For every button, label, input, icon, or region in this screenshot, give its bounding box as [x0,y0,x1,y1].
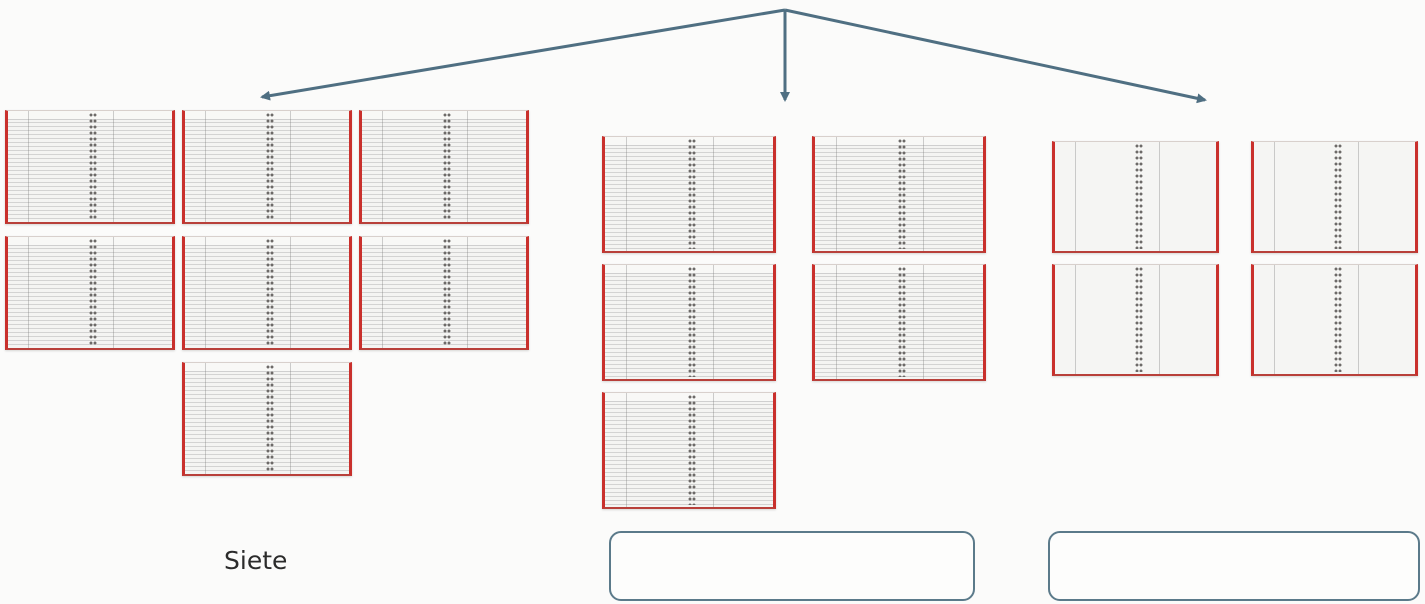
page-margin-line [382,237,383,348]
page-margin-line [923,137,924,251]
page-margin-line [467,237,468,348]
spiral-notebook-icon [602,264,776,381]
page-margin-line [1274,265,1275,374]
arrow-to-group-3 [784,8,1207,104]
spiral-notebook-icon [1052,264,1219,376]
spiral-binding-icon [89,113,97,220]
spiral-binding-icon [443,113,451,220]
page-margin-line [626,265,627,379]
page-margin-line [836,137,837,251]
page-margin-line [205,111,206,222]
group-2-answer-box[interactable] [609,531,975,601]
spiral-binding-icon [898,139,906,249]
page-margin-line [626,393,627,507]
spiral-notebook-icon [182,362,352,476]
spiral-notebook-icon [602,136,776,253]
spiral-binding-icon [688,267,696,377]
page-margin-line [713,265,714,379]
spiral-binding-icon [266,365,274,472]
page-margin-line [1358,142,1359,251]
page-margin-line [713,393,714,507]
spiral-binding-icon [89,239,97,346]
page-margin-line [1274,142,1275,251]
spiral-binding-icon [266,113,274,220]
page-margin-line [113,237,114,348]
spiral-notebook-icon [1251,264,1418,376]
spiral-notebook-icon [182,236,352,350]
page-margin-line [713,137,714,251]
spiral-binding-icon [1334,144,1342,249]
page-margin-line [836,265,837,379]
page-margin-line [205,237,206,348]
page-margin-line [28,111,29,222]
page-margin-line [1159,265,1160,374]
page-margin-line [1075,265,1076,374]
spiral-binding-icon [898,267,906,377]
spiral-binding-icon [1334,267,1342,372]
spiral-notebook-icon [359,110,529,224]
page-margin-line [113,111,114,222]
page-margin-line [290,237,291,348]
page-margin-line [205,363,206,474]
page-margin-line [923,265,924,379]
group-3-answer-box[interactable] [1048,531,1420,601]
page-margin-line [290,363,291,474]
spiral-notebook-icon [359,236,529,350]
page-margin-line [626,137,627,251]
spiral-notebook-icon [812,264,986,381]
spiral-notebook-icon [602,392,776,509]
page-margin-line [1075,142,1076,251]
page-margin-line [28,237,29,348]
page-margin-line [467,111,468,222]
arrow-to-group-1 [260,8,786,101]
spiral-notebook-icon [5,110,175,224]
group-1-label: Siete [224,546,288,575]
spiral-notebook-icon [1052,141,1219,253]
spiral-binding-icon [688,139,696,249]
spiral-notebook-icon [182,110,352,224]
page-margin-line [290,111,291,222]
spiral-binding-icon [266,239,274,346]
page-margin-line [382,111,383,222]
spiral-binding-icon [443,239,451,346]
page-margin-line [1159,142,1160,251]
spiral-binding-icon [1135,144,1143,249]
spiral-notebook-icon [812,136,986,253]
page-margin-line [1358,265,1359,374]
spiral-binding-icon [688,395,696,505]
spiral-notebook-icon [1251,141,1418,253]
spiral-binding-icon [1135,267,1143,372]
spiral-notebook-icon [5,236,175,350]
